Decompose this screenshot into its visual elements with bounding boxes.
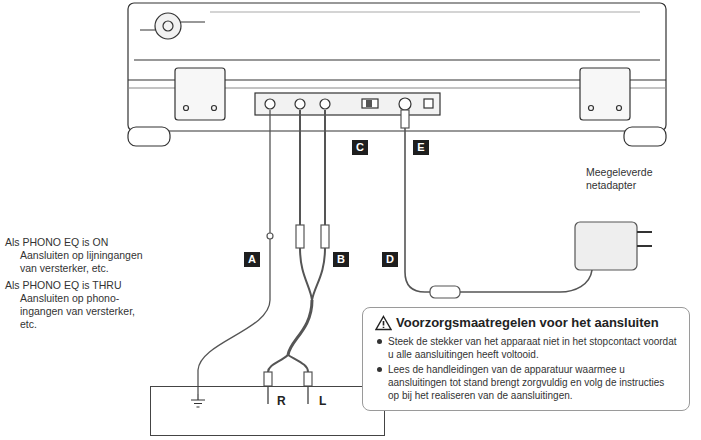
screw xyxy=(184,106,189,111)
rca-cable xyxy=(300,110,325,225)
note-heading: Voorzorgsmaatregelen voor het aansluiten xyxy=(396,315,659,331)
callout-letter: E xyxy=(413,140,429,155)
adapter-label: Meegeleverde netadapter xyxy=(586,166,686,192)
instruction-text: Aansluiten op phono-ingangen van verster… xyxy=(20,292,152,331)
channel-label: R xyxy=(277,394,286,408)
power-cable xyxy=(405,128,430,292)
channel-label: L xyxy=(319,394,326,408)
tonearm-pivot xyxy=(163,21,173,31)
ferrite-core xyxy=(430,286,460,298)
tonearm-base xyxy=(155,13,181,39)
power-cable xyxy=(460,270,592,292)
note-bullet-text: Lees de handleidingen van de apparatuur … xyxy=(388,363,677,402)
condition-text: Als PHONO EQ is THRU xyxy=(5,279,155,292)
phono-eq-switch xyxy=(362,99,378,108)
note-bullet-row: Lees de handleidingen van de apparatuur … xyxy=(375,363,677,402)
ground-wire xyxy=(198,110,270,394)
turntable-body xyxy=(128,3,666,131)
amp-input-tick xyxy=(268,386,308,404)
condition-text: Als PHONO EQ is ON xyxy=(5,236,155,249)
platter-edge xyxy=(210,11,640,12)
rca-bundle xyxy=(288,300,312,355)
screw xyxy=(212,106,217,111)
switch-knob xyxy=(366,100,372,107)
dc-plug xyxy=(401,110,409,128)
rca-cable xyxy=(300,248,325,300)
note-heading-row: Voorzorgsmaatregelen voor het aansluiten xyxy=(375,315,677,331)
tonearm xyxy=(140,22,205,30)
cord-hook xyxy=(424,99,433,108)
hinge xyxy=(580,68,630,120)
foot xyxy=(624,127,666,146)
rca-plug xyxy=(321,225,329,248)
ground-lug xyxy=(267,233,273,239)
rca-plug xyxy=(304,372,312,386)
callout-letter: C xyxy=(352,140,368,155)
hinge xyxy=(175,68,225,120)
dc-jack xyxy=(399,98,411,110)
callout-letter: A xyxy=(244,252,260,267)
lid-edge xyxy=(134,59,660,60)
rca-plug xyxy=(296,225,304,248)
rca-plug xyxy=(264,372,272,386)
ac-adapter xyxy=(575,222,637,270)
callout-letter: D xyxy=(382,252,398,267)
ground-terminal xyxy=(265,99,275,109)
note-bullet-text: Steek de stekker van het apparaat niet i… xyxy=(388,335,677,361)
bullet-dot xyxy=(377,339,382,344)
bullet-dot xyxy=(377,367,382,372)
note-bullet-row: Steek de stekker van het apparaat niet i… xyxy=(375,335,677,361)
foot xyxy=(128,127,170,146)
callout-letter: B xyxy=(333,252,349,267)
warning-icon xyxy=(375,315,392,331)
ground-symbol xyxy=(191,394,205,407)
instruction-text: Aansluiten op lijningangen van versterke… xyxy=(20,249,152,275)
rca-cable xyxy=(268,355,308,372)
screw xyxy=(617,106,622,111)
amplifier-box: RL xyxy=(150,386,385,436)
rca-jack xyxy=(295,99,305,109)
adapter-prongs xyxy=(637,232,652,246)
rca-jack xyxy=(320,99,330,109)
rear-panel xyxy=(255,93,440,115)
precaution-box: Voorzorgsmaatregelen voor het aansluiten… xyxy=(362,307,690,411)
screw xyxy=(589,106,594,111)
